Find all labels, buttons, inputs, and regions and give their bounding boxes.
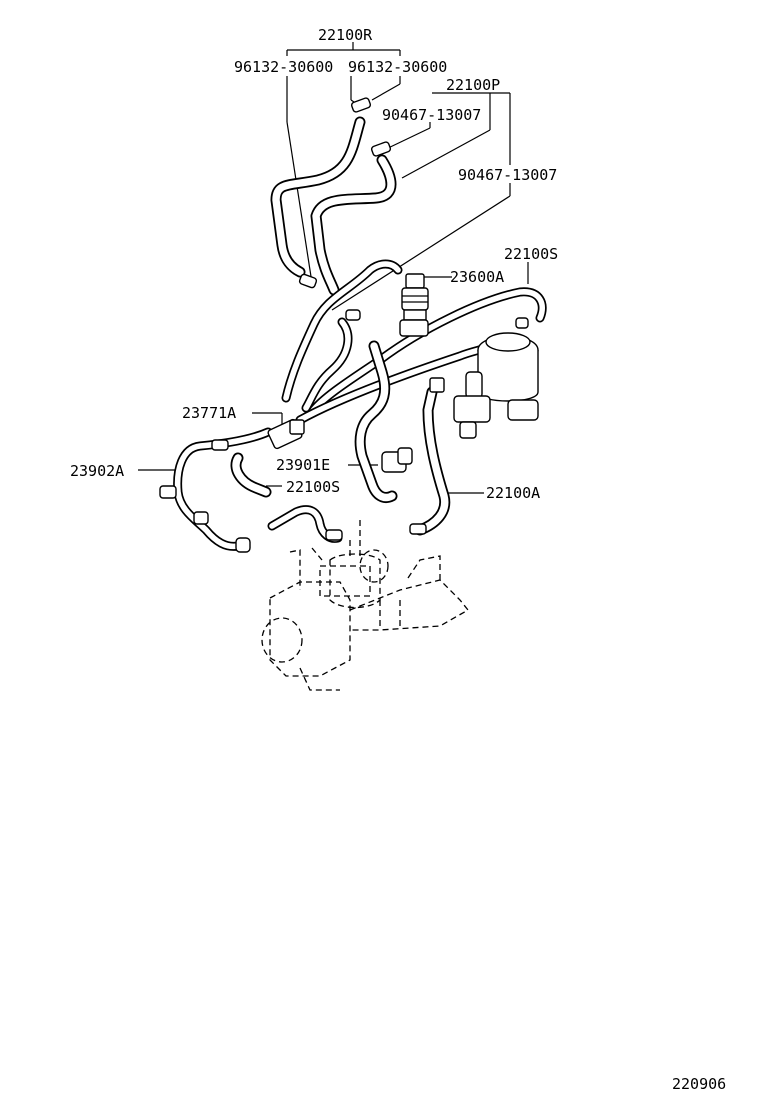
label-22100R: 22100R [318,26,373,44]
label-22100P: 22100P [446,76,500,94]
label-96132-a: 96132-30600 [234,58,333,76]
label-23600A: 23600A [450,268,504,286]
vacuum-switch-23600A [399,273,429,337]
label-90467-b: 90467-13007 [458,166,557,184]
label-96132-b: 96132-30600 [348,58,447,76]
figure-code: 220906 [672,1075,726,1093]
leader-lines [138,42,529,494]
canister [429,332,539,439]
fitting-23901E [381,447,413,473]
clamps [159,97,529,553]
part-labels: 22100R 96132-30600 96132-30600 22100P 90… [70,26,726,1093]
label-23902A: 23902A [70,462,124,480]
injection-pump-phantom [261,520,469,691]
label-23771A: 23771A [182,404,236,422]
label-22100A: 22100A [486,484,540,502]
label-90467-a: 90467-13007 [382,106,481,124]
joint-23771A [267,418,305,450]
label-22100S-top: 22100S [504,245,558,263]
label-23901E: 23901E [276,456,330,474]
label-22100S-lower: 22100S [286,478,340,496]
hoses [173,116,547,551]
